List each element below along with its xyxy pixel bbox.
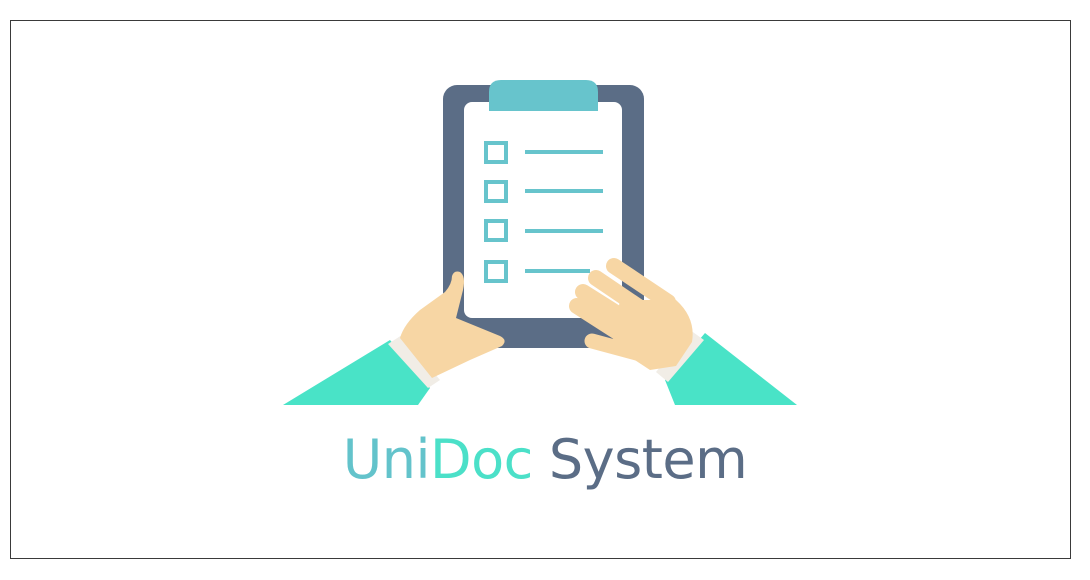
clipboard-clip [489, 80, 598, 111]
logo-text-system: System [548, 428, 748, 491]
right-sleeve [665, 333, 797, 405]
checkbox-2 [484, 180, 508, 203]
left-hand [400, 271, 505, 378]
left-cuff [388, 335, 440, 388]
right-palm [612, 300, 693, 370]
left-sleeve [283, 340, 430, 405]
checkbox-4 [484, 260, 508, 283]
checkbox-3 [484, 219, 508, 242]
right-hand [569, 258, 693, 370]
right-finger-1 [606, 258, 676, 310]
logo-text-doc: Doc [430, 428, 533, 491]
checkbox-1 [484, 141, 508, 164]
logo-text-uni: Uni [342, 428, 431, 491]
checklist [484, 141, 603, 283]
